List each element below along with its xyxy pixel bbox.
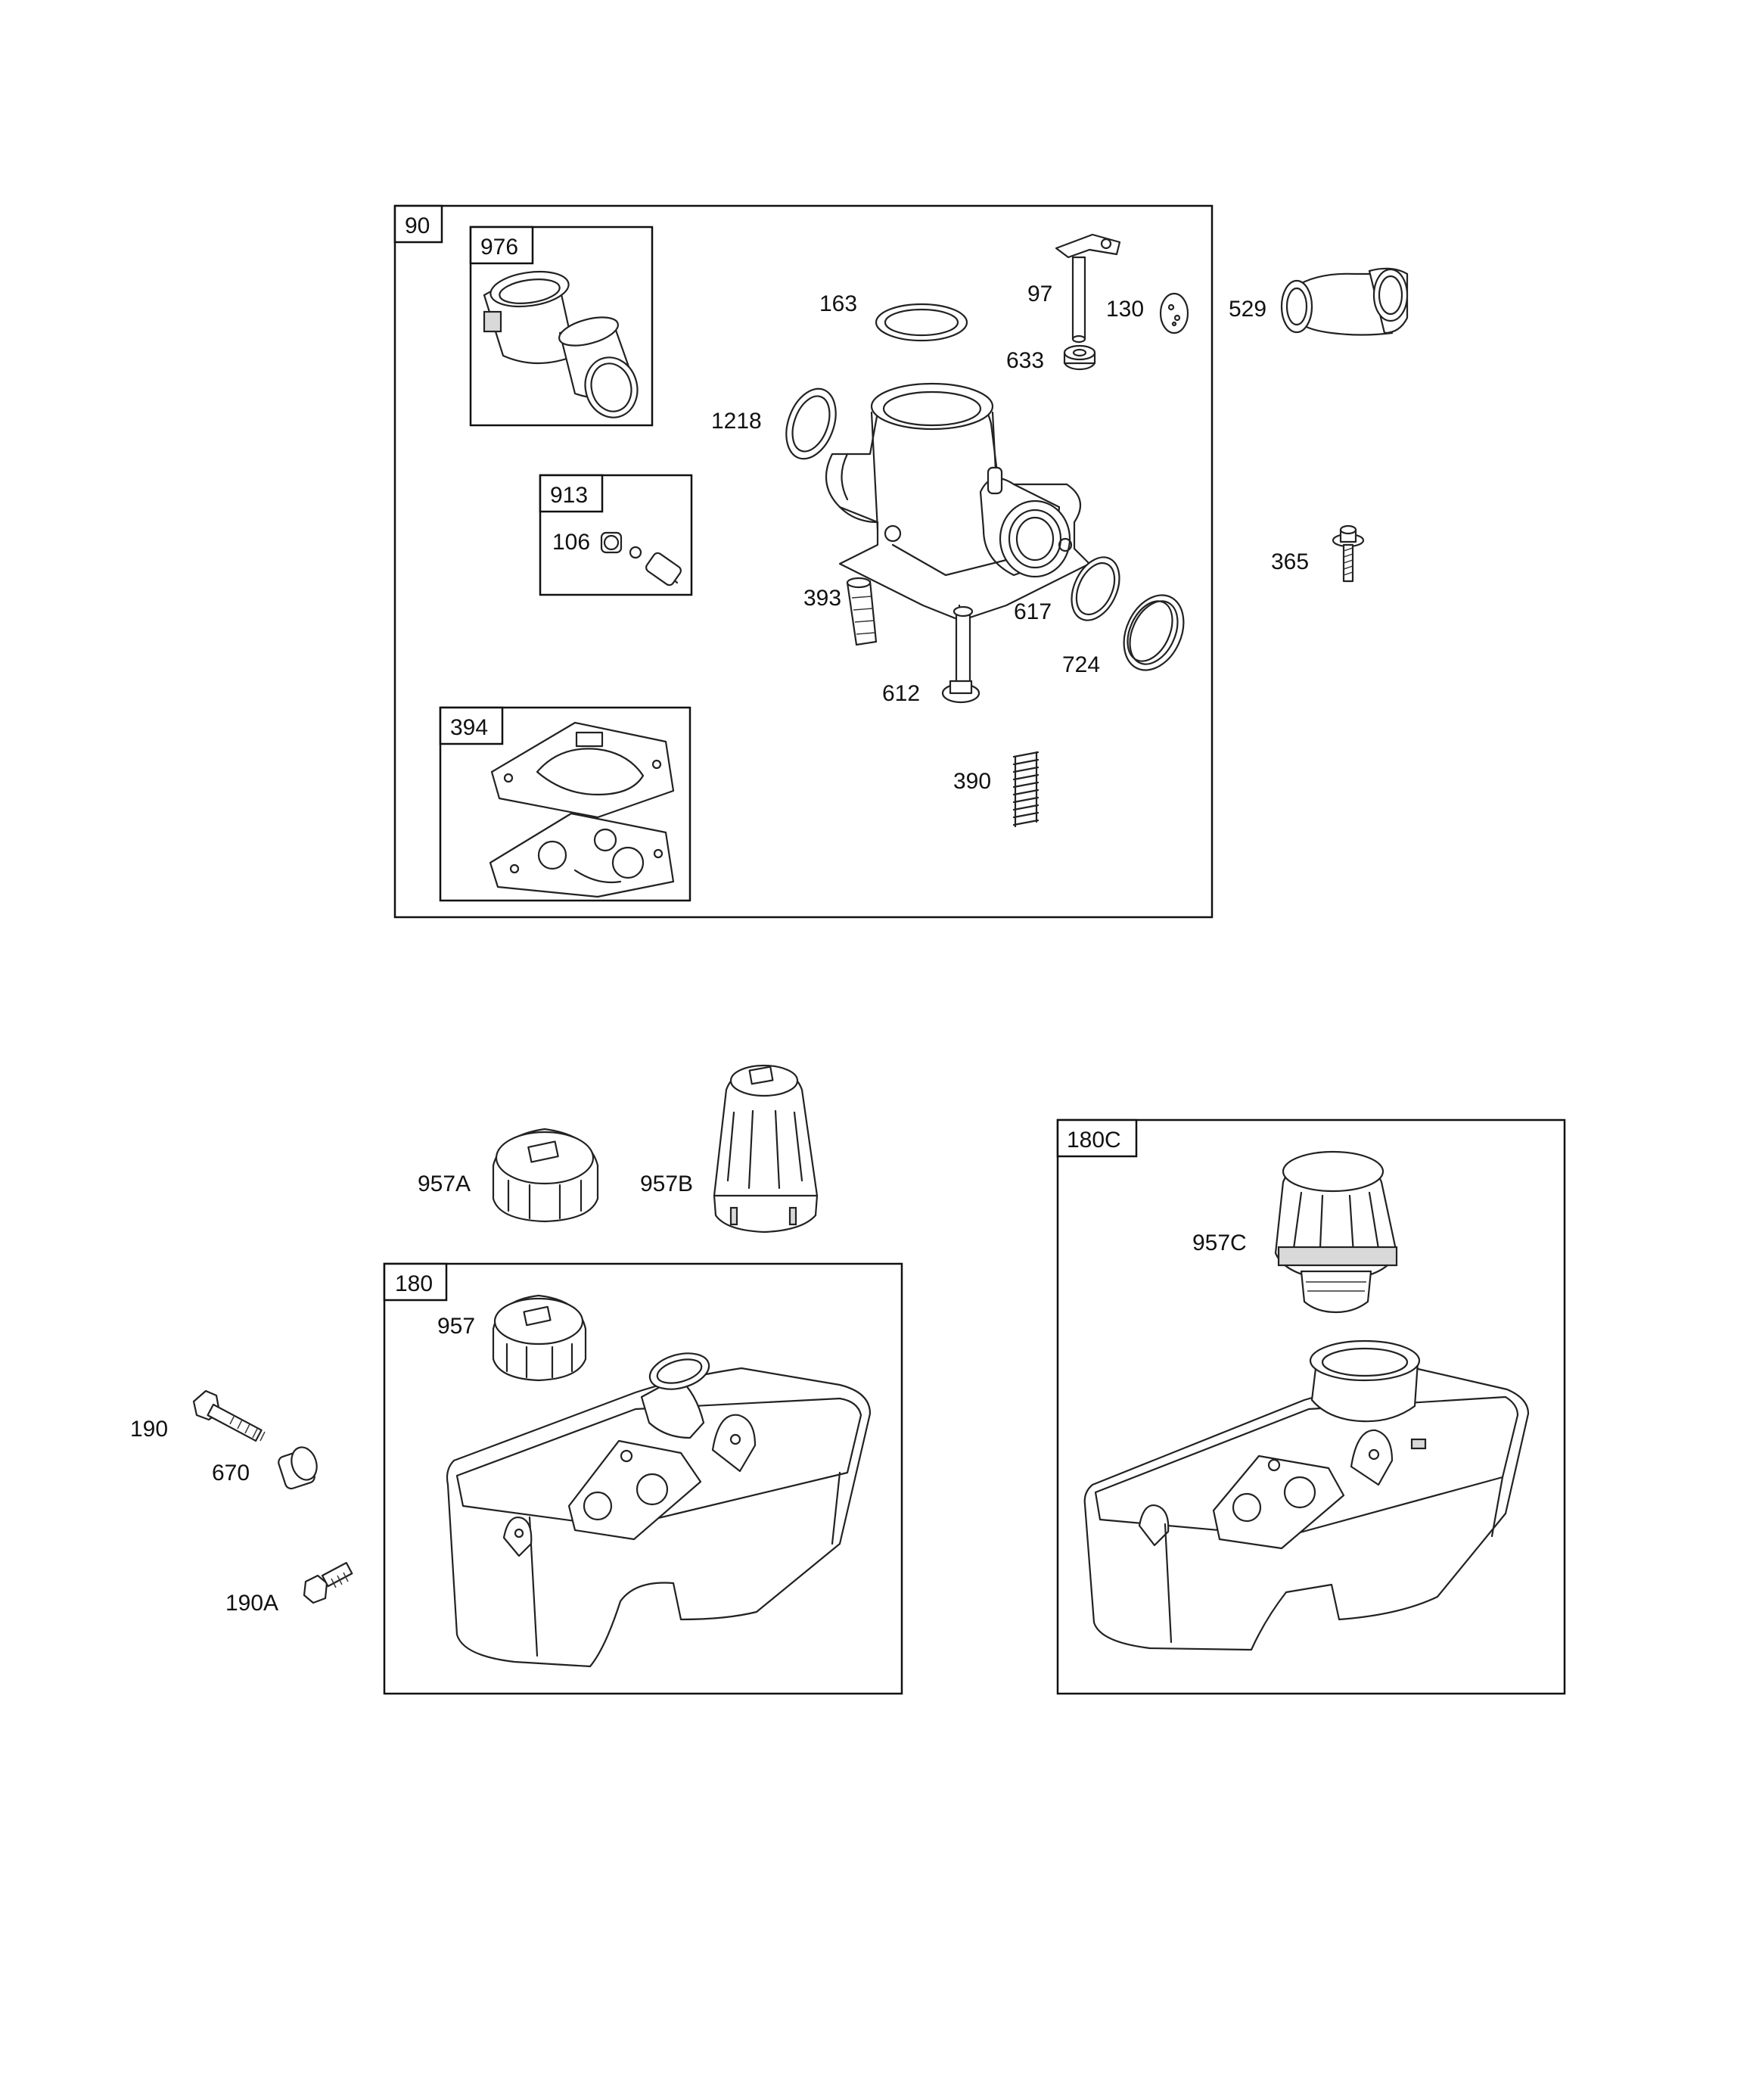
kit-90-group: 90 (393, 204, 1214, 919)
label-390: 390 (953, 769, 991, 794)
label-393: 393 (803, 586, 841, 611)
label-365: 365 (1271, 549, 1309, 574)
label-957: 957 (437, 1314, 475, 1339)
elbow-529-part (1280, 267, 1409, 336)
oring-617-part (1071, 556, 1120, 621)
label-106: 106 (552, 530, 590, 555)
kit-180c-label: 180C (1067, 1128, 1121, 1153)
fuel-cap-957c-part (1274, 1150, 1398, 1314)
kit-180-label: 180 (395, 1271, 433, 1296)
kit-913-frame (539, 474, 693, 596)
bolt-190-part (192, 1389, 266, 1442)
seal-633-part (1063, 344, 1096, 371)
kit-90-label: 90 (405, 213, 430, 238)
kit-394-tag (439, 706, 504, 745)
fuel-tank-180-part (446, 1352, 872, 1668)
fuel-cap-957a-part (492, 1128, 599, 1223)
label-957a: 957A (418, 1171, 471, 1196)
choke-sleeve-part (483, 270, 576, 365)
gasket-1218-part (785, 387, 837, 460)
kit-913-tag (539, 474, 604, 513)
kit-180c-frame (1056, 1118, 1566, 1695)
label-163: 163 (819, 291, 857, 316)
kit-913-group: 913 106 (539, 474, 693, 596)
pickup-tube-612-part (941, 605, 981, 704)
bolt-190a-part (303, 1561, 353, 1604)
gasket-lower-part (489, 812, 675, 898)
label-130: 130 (1106, 297, 1144, 322)
kit-394-frame (439, 706, 691, 902)
label-670: 670 (212, 1461, 250, 1486)
label-957b: 957B (640, 1171, 693, 1196)
label-1218: 1218 (711, 409, 762, 434)
kit-90-tag (393, 204, 443, 244)
gasket-724-part (1123, 594, 1185, 671)
choke-plate-part (1159, 292, 1189, 334)
label-529: 529 (1229, 297, 1266, 322)
spring-390-part (1012, 751, 1040, 828)
kit-180c-group: 180C 957C (1056, 1118, 1566, 1695)
label-633: 633 (1006, 348, 1044, 373)
kit-394-group: 394 (439, 706, 691, 902)
carburetor-body-part (825, 382, 1091, 622)
filter-sleeve-part (558, 316, 639, 418)
label-190: 190 (130, 1417, 168, 1442)
choke-shaft-part (1055, 233, 1121, 344)
kit-394-label: 394 (450, 715, 488, 740)
screw-365-part (1332, 524, 1365, 583)
kit-180-tag (383, 1262, 448, 1302)
kit-976-label: 976 (480, 235, 518, 260)
kit-180-frame (383, 1262, 903, 1695)
kit-180c-tag (1056, 1118, 1138, 1158)
fuel-cap-957b-part (713, 1064, 819, 1234)
gasket-upper-part (490, 721, 675, 819)
kit-90-frame (393, 204, 1214, 919)
kit-976-frame (469, 226, 654, 427)
fuel-tank-180c-part (1083, 1339, 1530, 1651)
inlet-needle-part (600, 531, 682, 586)
label-612: 612 (882, 681, 920, 706)
kit-180-group: 180 957 (383, 1262, 903, 1695)
kit-976-tag (469, 226, 534, 265)
label-617: 617 (1014, 599, 1052, 624)
jet-393-part (846, 577, 878, 646)
kit-913-label: 913 (550, 483, 588, 508)
spacer-670-part (278, 1446, 318, 1490)
label-724: 724 (1062, 652, 1100, 677)
label-957c: 957C (1192, 1230, 1247, 1255)
label-190a: 190A (225, 1591, 278, 1616)
label-97: 97 (1027, 282, 1052, 306)
gasket-163-part (875, 303, 968, 342)
kit-976-group: 976 (469, 226, 654, 427)
fuel-cap-957-part (492, 1294, 587, 1382)
